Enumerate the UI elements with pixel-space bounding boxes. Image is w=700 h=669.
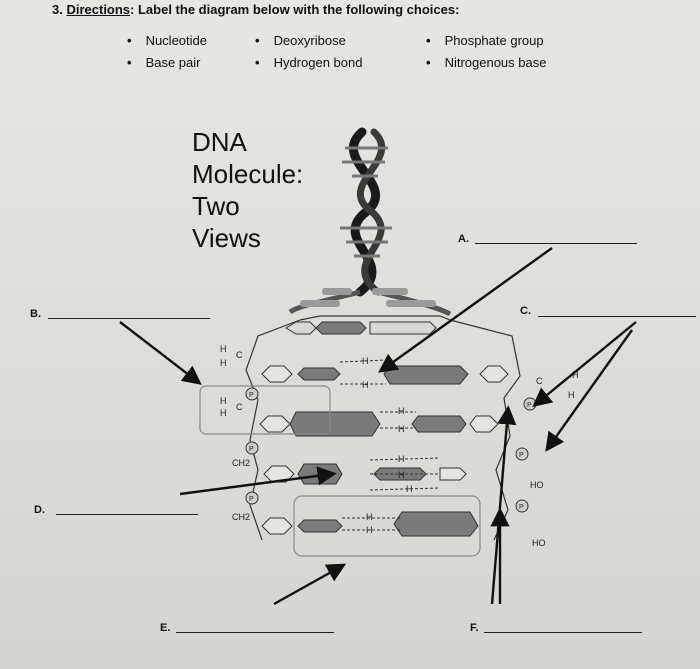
- pointer-arrows: [119, 247, 637, 606]
- directions-label: Directions: [66, 2, 131, 17]
- left-backbone-chemistry: H H C H H C CH2 CH2: [220, 344, 250, 522]
- h-label: H: [572, 370, 579, 380]
- blank-d-label: D.: [34, 504, 45, 516]
- h-label: H: [398, 424, 405, 434]
- h-label: H: [398, 406, 405, 416]
- phosphate-markers-left: P P P: [245, 387, 259, 505]
- h-label: H: [398, 470, 405, 480]
- h-label: H: [366, 525, 373, 535]
- phosphate-p-label: P: [249, 496, 254, 503]
- ch2-label: CH2: [232, 458, 250, 468]
- dna-title-line-4: Views: [192, 223, 261, 253]
- phosphate-p-label: P: [249, 446, 254, 453]
- c-label: C: [236, 350, 243, 360]
- ho-label: HO: [530, 480, 544, 490]
- phosphate-p-label: P: [249, 392, 254, 399]
- ch2-label: CH2: [232, 512, 250, 522]
- choices-column-3: Phosphate group Nitrogenous base: [426, 30, 547, 74]
- blank-e-answer-line[interactable]: [176, 632, 334, 633]
- h-label: H: [220, 408, 227, 418]
- dna-title-line-3: Two: [192, 191, 240, 221]
- h-label: H: [220, 396, 227, 406]
- blank-c-answer-line[interactable]: [538, 316, 696, 317]
- h-label: H: [362, 356, 369, 366]
- choice-nitrogenous-base: Nitrogenous base: [426, 52, 547, 74]
- choice-phosphate-group: Phosphate group: [426, 30, 546, 52]
- choice-base-pair: Base pair: [127, 52, 207, 74]
- question-number: 3.: [52, 2, 63, 17]
- h-label: H: [220, 344, 227, 354]
- h-label: H: [366, 512, 373, 522]
- directions-text: : Label the diagram below with the follo…: [130, 2, 460, 17]
- choice-nucleotide: Nucleotide: [127, 30, 207, 52]
- double-helix-illustration: [288, 127, 452, 317]
- blank-f-answer-line[interactable]: [484, 632, 642, 633]
- h-label: H: [220, 358, 227, 368]
- question-directions: 3. Directions: Label the diagram below w…: [52, 2, 459, 17]
- c-label: C: [536, 376, 543, 386]
- ho-label: HO: [532, 538, 546, 548]
- h-label: H: [398, 454, 405, 464]
- blank-b-label: B.: [30, 308, 41, 320]
- phosphate-p-label: P: [519, 452, 524, 459]
- dna-title-line-2: Molecule:: [192, 159, 304, 189]
- c-label: C: [236, 402, 243, 412]
- nucleotide-highlight-boxes: [199, 385, 481, 557]
- blank-d-answer-line[interactable]: [56, 514, 198, 515]
- choice-hydrogen-bond: Hydrogen bond: [255, 52, 363, 74]
- blank-c-label: C.: [520, 305, 531, 317]
- phosphate-p-label: P: [519, 504, 524, 511]
- phosphate-p-label: P: [527, 402, 532, 409]
- base-pairs: [259, 321, 509, 537]
- h-label: H: [362, 380, 369, 390]
- h-label: H: [568, 390, 575, 400]
- dna-title-line-1: DNA: [192, 127, 247, 157]
- blank-f-label: F.: [470, 622, 479, 634]
- right-backbone-chemistry: C H H HO HO: [530, 370, 579, 548]
- blank-b-answer-line[interactable]: [48, 318, 210, 319]
- phosphate-markers-right: P P P: [515, 397, 537, 513]
- choice-deoxyribose: Deoxyribose: [255, 30, 362, 52]
- blank-a-answer-line[interactable]: [475, 243, 637, 244]
- hydrogen-labels: H H H H H H H H H: [362, 356, 413, 535]
- h-label: H: [406, 484, 413, 494]
- dna-title: DNA Molecule: Two Views: [192, 126, 303, 254]
- blank-e-label: E.: [160, 622, 171, 634]
- blank-a-label: A.: [458, 233, 469, 245]
- choices-column-2: Deoxyribose Hydrogen bond: [255, 30, 363, 74]
- hydrogen-bond-dashes: [339, 359, 441, 531]
- choices-column-1: Nucleotide Base pair: [127, 30, 207, 74]
